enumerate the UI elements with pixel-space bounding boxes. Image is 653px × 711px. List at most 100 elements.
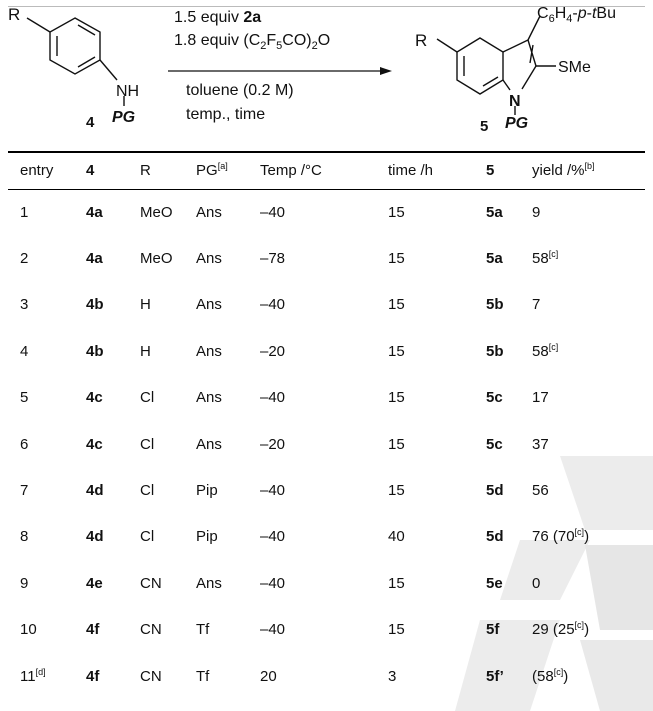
column-header: yield /%[b] xyxy=(520,152,645,189)
product-cell: 5d xyxy=(474,514,520,560)
r-group-cell-value: Cl xyxy=(140,482,155,500)
entry-cell-value: 8 xyxy=(20,528,29,546)
temperature-cell: –40 xyxy=(248,375,376,421)
product-cell: 5f’ xyxy=(474,653,520,699)
footnote-marker: [c] xyxy=(553,666,564,677)
yield-cell-value: 58 xyxy=(532,342,549,360)
r-group-cell: H xyxy=(128,282,184,328)
substrate-cell-value: 4b xyxy=(86,296,104,314)
entry-cell: 9 xyxy=(8,560,74,606)
substrate-cell-value: 4a xyxy=(86,250,103,268)
protecting-group-cell: Pip xyxy=(184,514,248,560)
substrate-cell-value: 4d xyxy=(86,482,104,500)
entry-cell-value: 6 xyxy=(20,435,29,453)
start-pg-label: PG xyxy=(112,109,135,126)
product-cell: 5d xyxy=(474,467,520,513)
time-cell-value: 15 xyxy=(388,342,405,360)
time-cell-value: 15 xyxy=(388,621,405,639)
entry-cell: 2 xyxy=(8,235,74,281)
yield-cell-value: 76 (70 xyxy=(532,528,575,546)
protecting-group-cell: Ans xyxy=(184,282,248,328)
temperature-cell-value: –20 xyxy=(260,342,286,360)
entry-cell-value: 1 xyxy=(20,203,29,221)
reaction-scheme: R NH PG 4 1.5 equiv 2a 1.8 equiv (C2F5CO… xyxy=(8,5,616,135)
temperature-cell: –40 xyxy=(248,467,376,513)
protecting-group-cell: Ans xyxy=(184,189,248,235)
product-cell: 5a xyxy=(474,235,520,281)
protecting-group-cell-value: Ans xyxy=(196,574,222,592)
substrate-cell: 4e xyxy=(74,560,128,606)
temperature-cell-value: 20 xyxy=(260,667,277,685)
temperature-cell-value: –40 xyxy=(260,389,286,407)
column-header: time /h xyxy=(376,152,474,189)
protecting-group-cell-value: Tf xyxy=(196,667,210,685)
protecting-group-cell: Pip xyxy=(184,467,248,513)
yield-cell: 76 (70[c]) xyxy=(520,514,645,560)
yield-cell: 56 xyxy=(520,467,645,513)
protecting-group-cell: Ans xyxy=(184,421,248,467)
yield-closing-paren: ) xyxy=(563,667,569,685)
column-header-label: yield /% xyxy=(532,162,585,179)
footnote-marker: [c] xyxy=(574,620,585,631)
yield-cell-value: (58 xyxy=(532,667,554,685)
start-compound-number: 4 xyxy=(86,114,95,131)
yield-cell-value: 56 xyxy=(532,482,549,500)
product-pg-label: PG xyxy=(505,115,528,132)
protecting-group-cell: Tf xyxy=(184,653,248,699)
yield-cell-value: 7 xyxy=(532,296,541,314)
column-header-label: 4 xyxy=(86,162,95,179)
time-cell-value: 15 xyxy=(388,203,405,221)
time-cell-value: 15 xyxy=(388,574,405,592)
column-header: Temp /°C xyxy=(248,152,376,189)
starting-material-structure xyxy=(26,17,125,106)
footnote-marker: [c] xyxy=(548,249,559,260)
substrate-cell-value: 4f xyxy=(86,667,100,685)
condition-line-4: temp., time xyxy=(186,106,265,123)
r-group-cell: Cl xyxy=(128,467,184,513)
time-cell: 15 xyxy=(376,375,474,421)
substrate-cell-value: 4f xyxy=(86,621,100,639)
time-cell: 15 xyxy=(376,467,474,513)
protecting-group-cell-value: Ans xyxy=(196,250,222,268)
product-cell: 5f xyxy=(474,607,520,653)
time-cell: 40 xyxy=(376,514,474,560)
product-cell: 5e xyxy=(474,560,520,606)
temperature-cell-value: –40 xyxy=(260,296,286,314)
r-group-cell-value: CN xyxy=(140,621,162,639)
protecting-group-cell-value: Ans xyxy=(196,296,222,314)
product-cell-value: 5c xyxy=(486,435,503,453)
yield-cell: 58[c] xyxy=(520,235,645,281)
protecting-group-cell-value: Ans xyxy=(196,342,222,360)
r-group-cell: H xyxy=(128,328,184,374)
product-cell-value: 5a xyxy=(486,250,503,268)
product-cell: 5a xyxy=(474,189,520,235)
temperature-cell: –20 xyxy=(248,328,376,374)
r-group-cell-value: H xyxy=(140,296,151,314)
r-group-cell: Cl xyxy=(128,421,184,467)
substrate-cell-value: 4b xyxy=(86,342,104,360)
column-header-label: time /h xyxy=(388,162,434,179)
product-cell-value: 5e xyxy=(486,574,503,592)
protecting-group-cell-value: Tf xyxy=(196,621,210,639)
temperature-cell: –40 xyxy=(248,560,376,606)
time-cell: 15 xyxy=(376,560,474,606)
time-cell-value: 15 xyxy=(388,296,405,314)
temperature-cell: –20 xyxy=(248,421,376,467)
temperature-cell-value: –40 xyxy=(260,574,286,592)
r-group-cell-value: CN xyxy=(140,667,162,685)
entry-cell-value: 10 xyxy=(20,621,37,639)
entry-cell: 3 xyxy=(8,282,74,328)
r-group-cell: MeO xyxy=(128,189,184,235)
yield-cell: (58[c]) xyxy=(520,653,645,699)
time-cell: 15 xyxy=(376,189,474,235)
product-aryl-substituent: C6H4-p-tBu xyxy=(537,5,616,25)
